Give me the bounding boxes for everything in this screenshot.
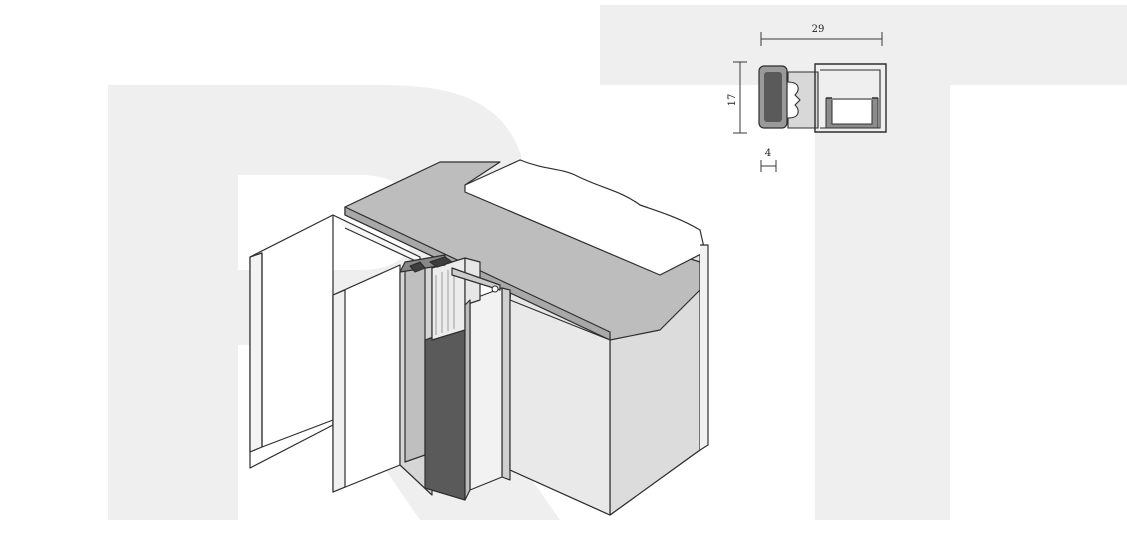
width-dimension: 29 [760,24,883,46]
gap-label: 4 [765,148,771,159]
profile-section [758,63,887,133]
door-leaf-front [332,264,401,493]
width-label: 29 [812,24,825,35]
height-dimension: 17 [727,61,747,134]
door-frame-front [469,287,611,516]
gap-dimension: 4 [760,148,777,172]
seal-profile [399,254,501,501]
frame-edge [699,244,709,451]
watermark-letter-t [600,5,1127,520]
cross-section-detail: 29 17 4 [727,24,887,172]
height-label: 17 [727,94,738,107]
wall-block [464,159,706,276]
isometric-assembly [249,159,709,516]
